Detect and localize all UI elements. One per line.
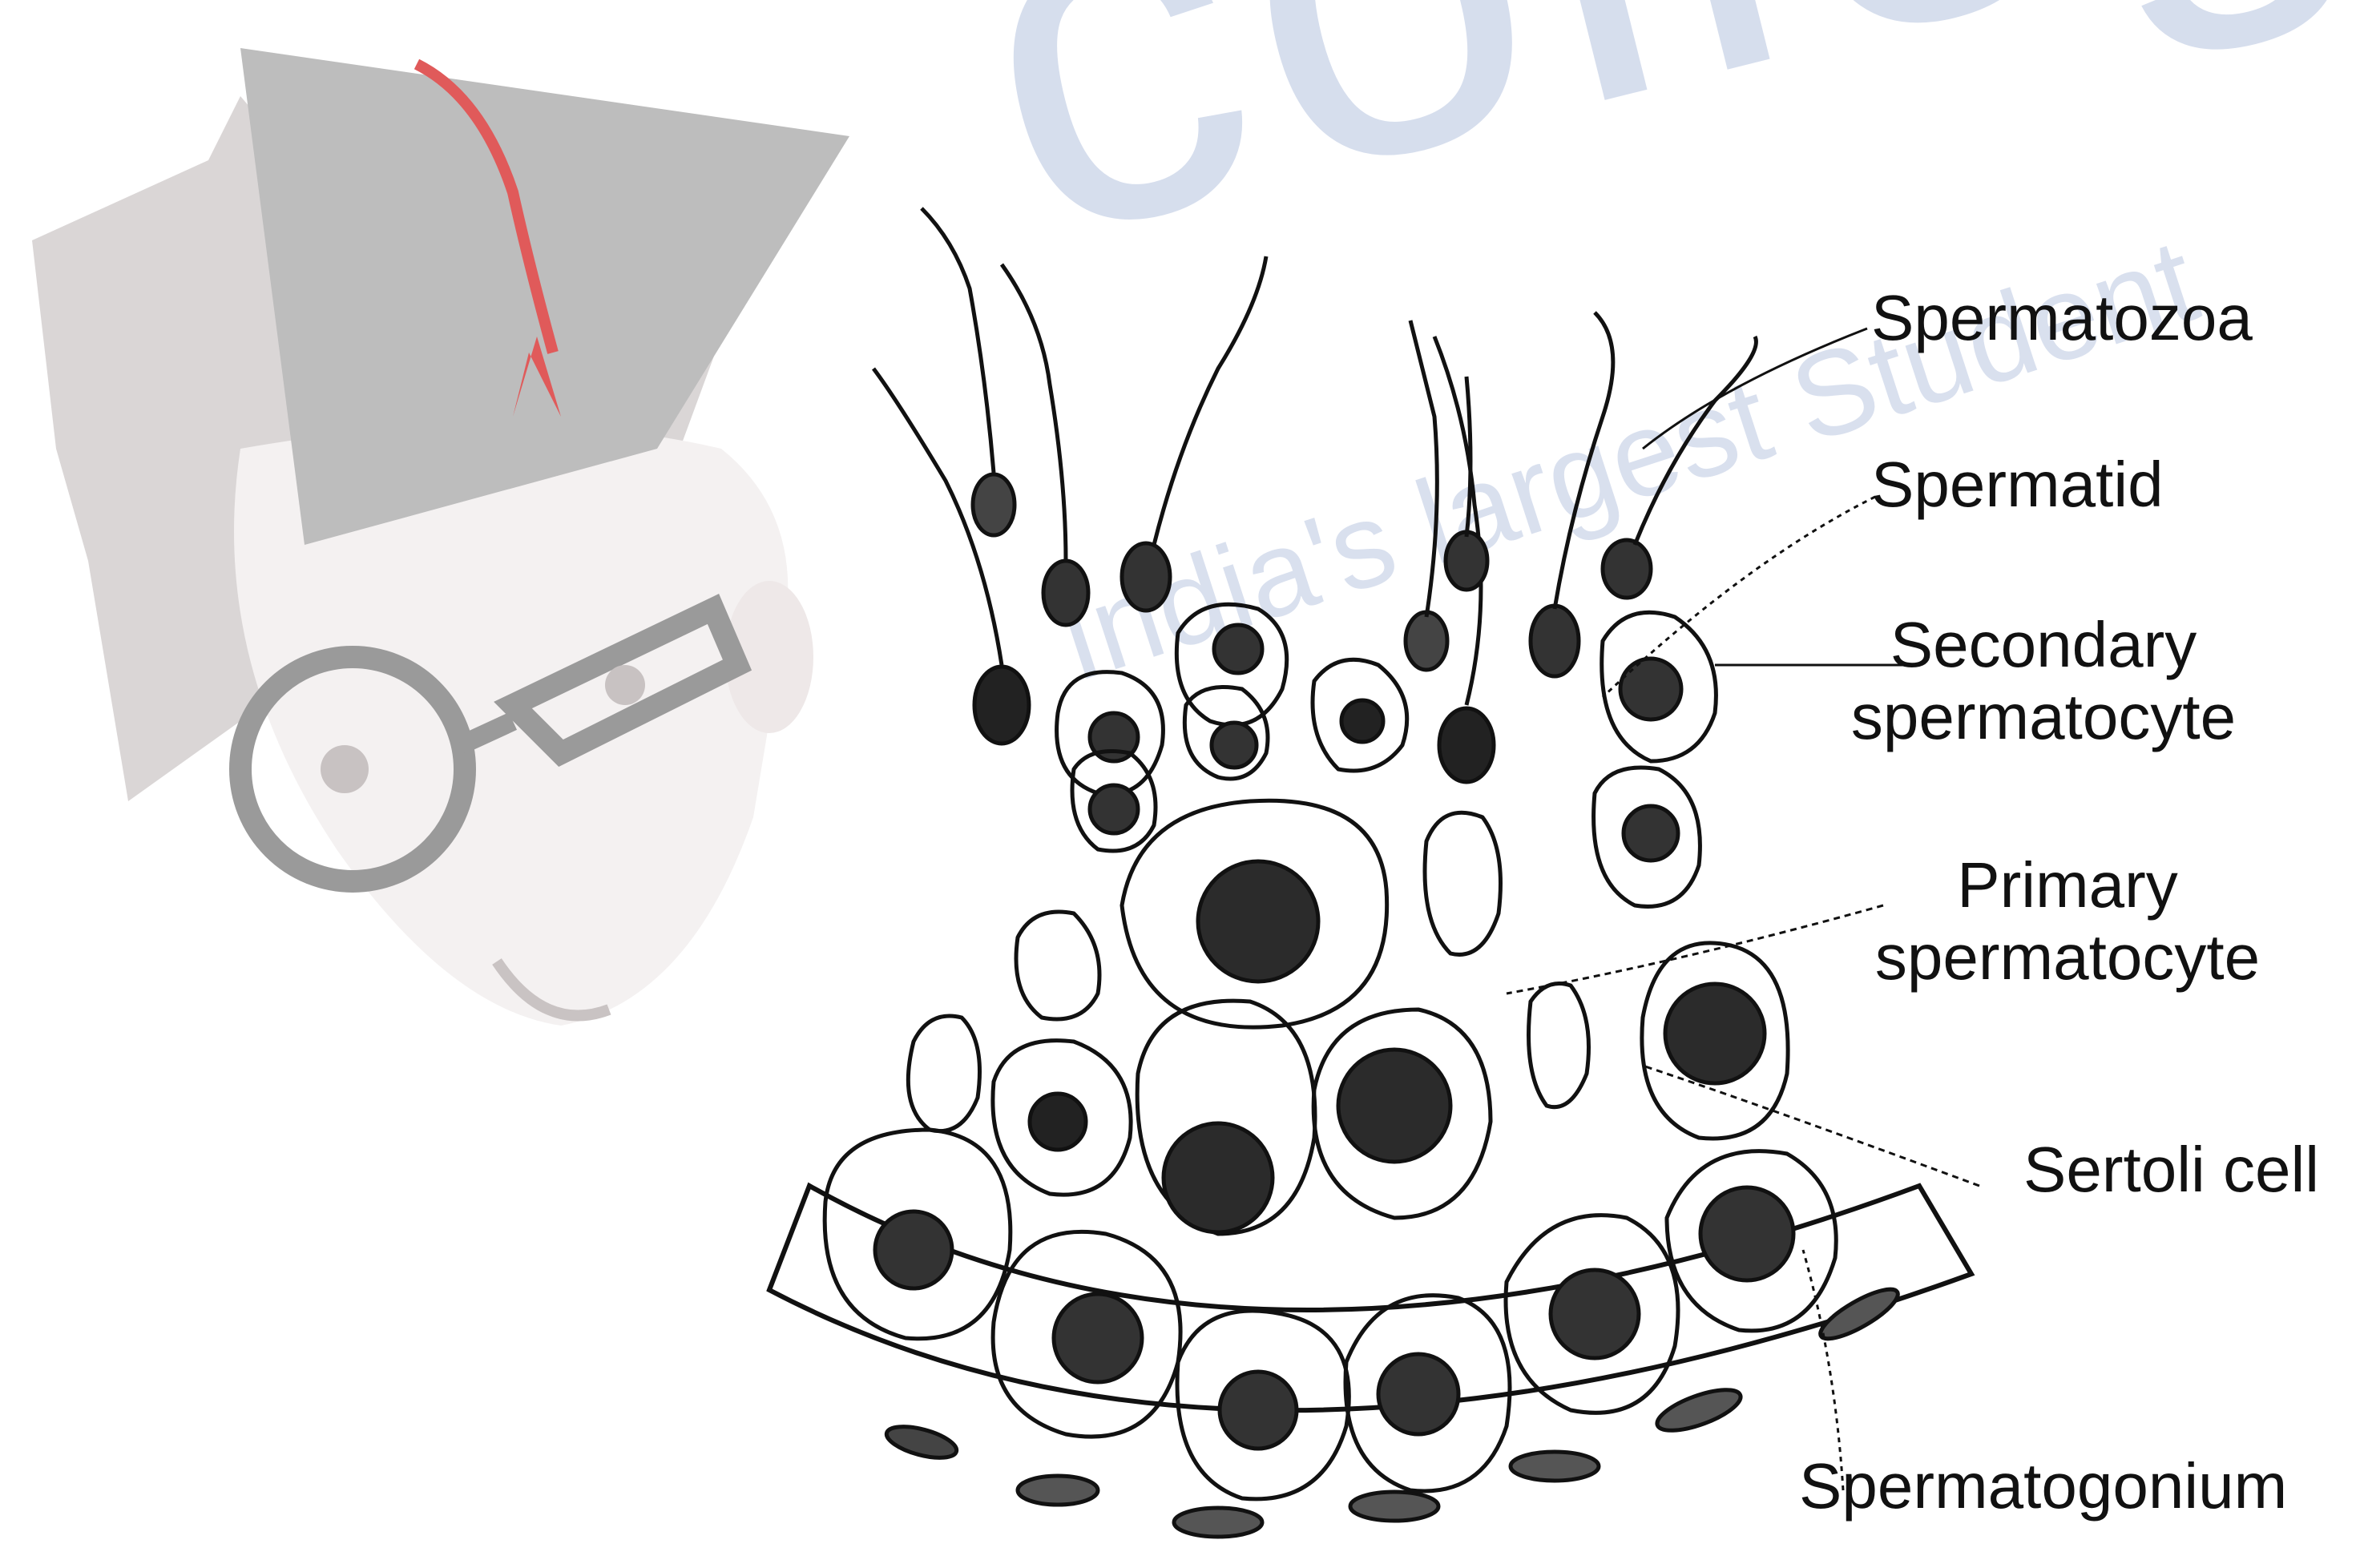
leader-primary xyxy=(1507,905,1883,994)
label-secondary-spermatocyte: Secondary spermatocyte xyxy=(1819,609,2268,752)
label-spermatogonium: Spermatogonium xyxy=(1799,1450,2287,1522)
label-primary-line2: spermatocyte xyxy=(1843,921,2292,994)
primary-spermatocytes xyxy=(993,800,1788,1234)
label-spermatozoa: Spermatozoa xyxy=(1871,282,2253,354)
label-sertoli-cell: Sertoli cell xyxy=(2023,1134,2319,1206)
label-primary-spermatocyte: Primary spermatocyte xyxy=(1843,849,2292,993)
spermatids-and-secondary xyxy=(908,604,1716,1131)
label-primary-line1: Primary xyxy=(1843,849,2292,921)
label-secondary-line1: Secondary xyxy=(1819,609,2268,681)
leader-sertoli xyxy=(1643,1066,1979,1186)
label-secondary-line2: spermatocyte xyxy=(1819,681,2268,753)
label-spermatid: Spermatid xyxy=(1871,449,2164,521)
spermatogonia-row xyxy=(825,1130,1836,1499)
